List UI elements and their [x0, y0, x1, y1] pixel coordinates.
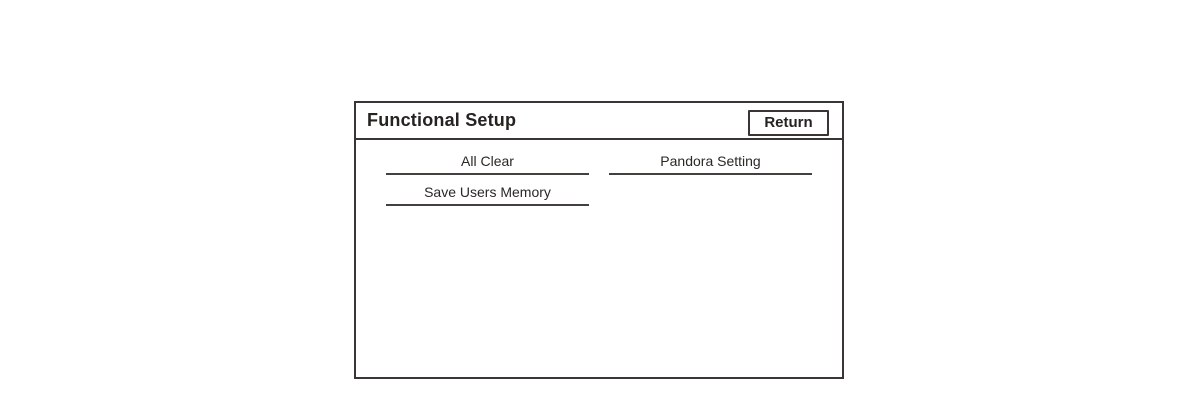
panel-title: Functional Setup	[367, 110, 517, 130]
return-button[interactable]: Return	[748, 110, 829, 136]
functional-setup-panel: Functional Setup Return All Clear Pandor…	[354, 101, 844, 379]
menu-item-save-users-memory[interactable]: Save Users Memory	[386, 184, 589, 206]
menu-item-all-clear[interactable]: All Clear	[386, 153, 589, 175]
titlebar: Functional Setup Return	[356, 103, 842, 140]
menu-area: All Clear Pandora Setting Save Users Mem…	[356, 140, 842, 377]
menu-item-pandora-setting[interactable]: Pandora Setting	[609, 153, 812, 175]
